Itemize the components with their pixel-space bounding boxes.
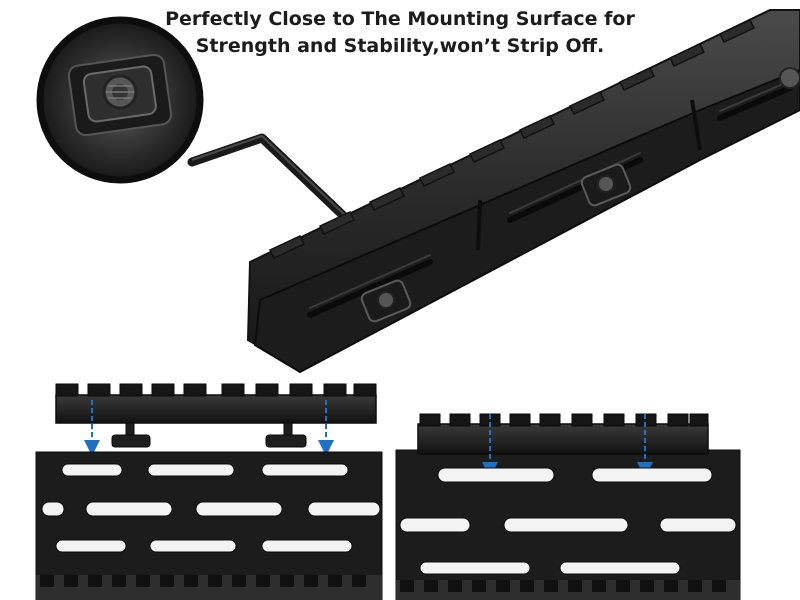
t-nut (580, 163, 632, 207)
headline-line-2: Strength and Stability,won’t Strip Off. (195, 35, 605, 57)
bottom-right-panel (395, 413, 741, 600)
t-nut (779, 67, 800, 89)
headline: Perfectly Close to The Mounting Surface … (150, 6, 650, 60)
headline-line-1: Perfectly Close to The Mounting Surface … (165, 8, 635, 30)
diagonal-rail-assembly (246, 9, 800, 374)
hex-key (187, 133, 357, 229)
zoom-inset (36, 16, 204, 184)
bottom-left-panel (35, 383, 383, 600)
t-nut (360, 279, 412, 323)
